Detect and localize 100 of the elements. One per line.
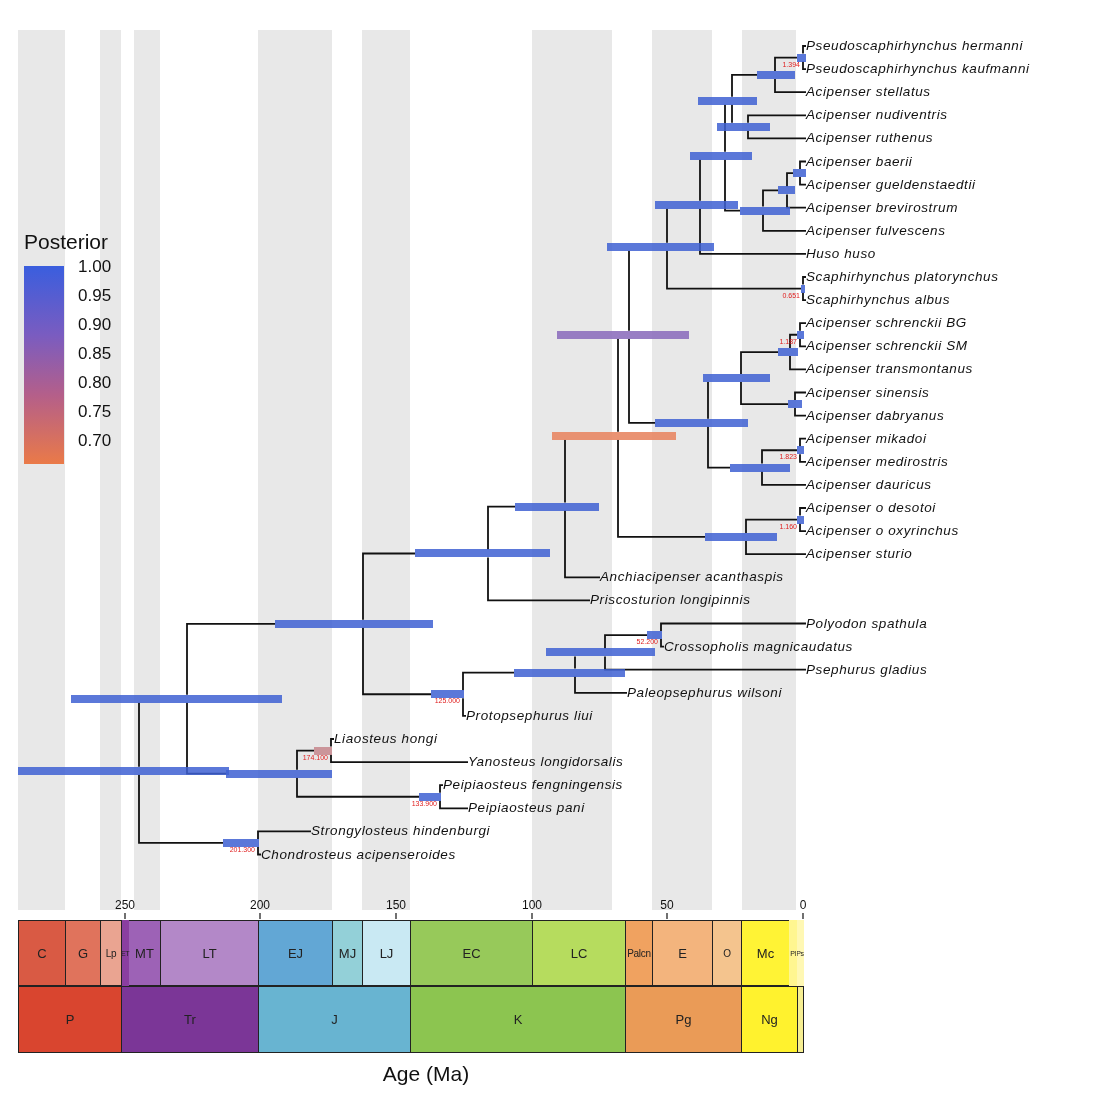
species-name: Polyodon spathula	[806, 614, 928, 633]
species-name: Acipenser sinensis	[806, 383, 930, 402]
geologic-period-box: Ng	[741, 986, 798, 1053]
species-name: Scaphirhynchus albus	[806, 291, 951, 310]
tree-branch	[487, 505, 516, 551]
hpd-bar	[415, 549, 550, 558]
geologic-epoch-box: C	[18, 920, 66, 986]
axis-title: Age (Ma)	[382, 1062, 470, 1086]
tree-branch	[799, 437, 807, 448]
tree-branch	[740, 351, 779, 375]
tree-branch	[296, 749, 315, 771]
tree-branch	[138, 773, 224, 844]
tree-branch	[799, 453, 807, 463]
species-name: Chondrosteus acipenseroides	[261, 845, 456, 864]
geologic-epoch-box: EC	[410, 920, 533, 986]
axis-tick-label: 150	[386, 898, 406, 912]
geologic-epoch-box: LC	[532, 920, 626, 986]
tree-branch	[660, 638, 665, 648]
geologic-period-box: Pg	[625, 986, 742, 1053]
axis-tick-label: 200	[250, 898, 270, 912]
tree-branch	[699, 207, 807, 255]
legend-tick-label: 0.90	[78, 315, 112, 335]
geologic-epoch-box: Mc	[741, 920, 790, 986]
tree-branch	[604, 655, 807, 671]
axis-tick-label: 250	[115, 898, 135, 912]
tree-branch	[574, 675, 628, 694]
species-name: Protopsephurus liui	[466, 706, 593, 725]
hpd-bar	[552, 431, 676, 440]
geologic-period-box: J	[258, 986, 411, 1053]
tree-branch	[439, 799, 469, 810]
tree-branch	[666, 207, 668, 244]
tree-branch	[762, 213, 807, 232]
hpd-bar	[797, 53, 806, 62]
tree-branch	[707, 425, 731, 469]
species-name: Acipenser schrenckii SM	[806, 337, 968, 356]
hpd-bar	[515, 502, 599, 511]
tree-branch	[439, 784, 444, 794]
species-name: Strongylosteus hindenburgi	[311, 822, 491, 841]
hpd-bar	[431, 690, 464, 699]
tree-branch	[257, 846, 262, 856]
axis-tick-label: 0	[799, 898, 807, 912]
hpd-bar	[419, 792, 441, 801]
tree-branch	[724, 158, 741, 212]
legend-tick-label: 0.75	[78, 402, 112, 422]
species-name: Pseudoscaphirhynchus kaufmanni	[806, 60, 1030, 79]
species-name: Acipenser medirostris	[806, 452, 949, 471]
hpd-bar	[514, 668, 625, 677]
hpd-bar	[557, 330, 689, 339]
species-name: Liaosteus hongi	[334, 730, 438, 748]
geologic-period-box	[797, 986, 804, 1053]
legend-tick-label: 1.00	[78, 257, 112, 277]
species-name: Acipenser sturio	[806, 545, 913, 564]
species-name: Acipenser dauricus	[806, 475, 932, 494]
species-name: Acipenser brevirostrum	[806, 198, 958, 217]
hpd-bar	[788, 400, 802, 409]
tree-branch	[794, 391, 807, 401]
tree-branch	[462, 671, 515, 692]
geologic-epoch-box: MJ	[332, 920, 363, 986]
geologic-period-box: P	[18, 986, 122, 1053]
tree-branch	[296, 776, 420, 798]
tree-branch	[330, 753, 469, 763]
legend-tick-label: 0.70	[78, 431, 112, 451]
tree-branch	[699, 158, 701, 202]
geologic-epoch-box: G	[65, 920, 101, 986]
tree-branch	[802, 291, 807, 301]
species-name: Acipenser stellatus	[806, 83, 931, 102]
geologic-epoch-box: Lp	[100, 920, 122, 986]
species-name: Crossopholis magnicaudatus	[664, 637, 853, 656]
legend-tick-label: 0.85	[78, 344, 112, 364]
species-name: Acipenser fulvescens	[806, 221, 946, 240]
geologic-epoch-box: E	[652, 920, 713, 986]
tree-branch	[462, 697, 467, 717]
hpd-bar	[223, 838, 259, 847]
hpd-bar	[717, 122, 770, 131]
species-name: Acipenser transmontanus	[806, 360, 973, 379]
tree-branch	[745, 540, 807, 556]
species-name: Acipenser baerii	[806, 152, 913, 171]
species-name: Acipenser dabryanus	[806, 406, 945, 425]
species-name: Acipenser o desotoi	[806, 499, 936, 517]
hpd-bar	[71, 694, 282, 703]
hpd-bar	[797, 446, 804, 455]
geologic-period-box: Tr	[121, 986, 259, 1053]
hpd-bar	[18, 766, 229, 775]
tree-branch	[799, 522, 807, 532]
hpd-bar	[647, 631, 662, 640]
tree-branch	[186, 622, 276, 696]
species-name: Pseudoscaphirhynchus hermanni	[806, 37, 1024, 55]
species-name: Peipiaosteus pani	[468, 799, 585, 818]
hpd-bar	[793, 169, 806, 178]
tree-branch	[802, 60, 807, 70]
geologic-epoch-box: LT	[160, 920, 259, 986]
tree-branch	[799, 337, 807, 348]
tree-branch	[786, 193, 807, 209]
tree-branch	[799, 176, 807, 186]
species-name: Scaphirhynchus platorynchus	[806, 268, 999, 286]
tree-branch	[786, 172, 794, 188]
species-name: Priscosturion longipinnis	[590, 591, 751, 610]
tree-branch	[666, 249, 802, 290]
tree-branch	[628, 249, 630, 332]
species-name: Acipenser gueldenstaedtii	[806, 175, 976, 194]
